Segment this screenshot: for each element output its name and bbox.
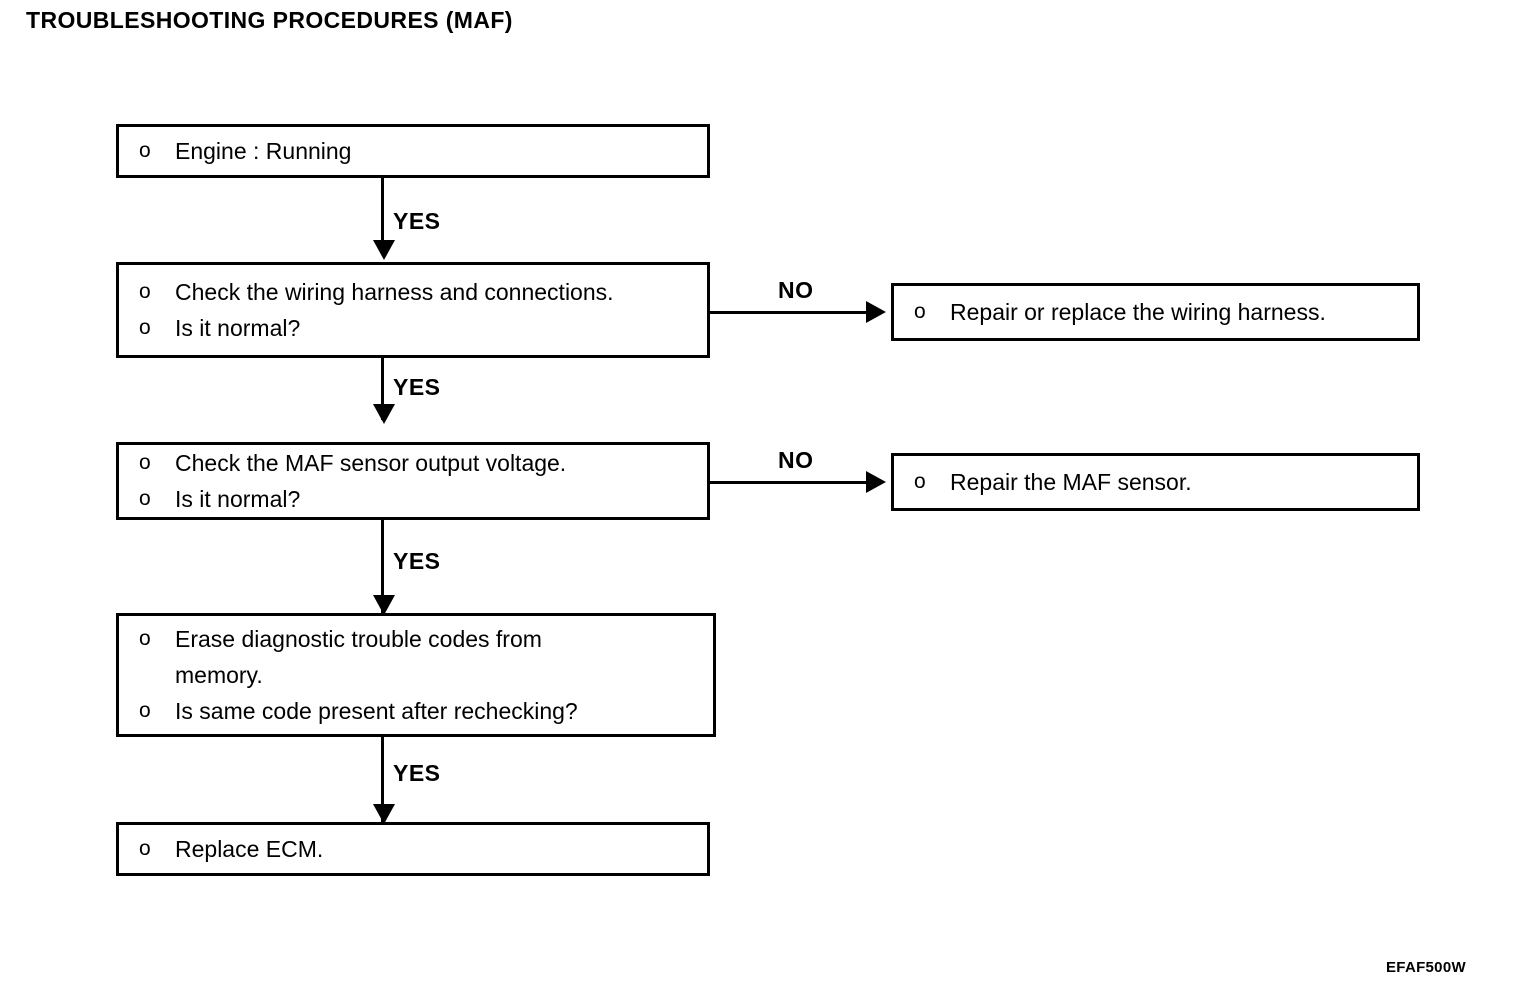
flow-box-check-wiring-harness: o Check the wiring harness and connection… <box>116 262 710 358</box>
flow-box-line-text: Is it normal? <box>175 315 301 341</box>
connector-h-maf-to-repair <box>710 481 871 484</box>
connector-v-engine-to-wiring <box>381 178 384 242</box>
bullet-icon: o <box>139 487 151 510</box>
flow-box-content: o Check the wiring harness and connection… <box>139 274 697 346</box>
flow-box-line: o Erase diagnostic trouble codes from mem… <box>139 621 703 693</box>
flow-box-line: o Repair or replace the wiring harness. <box>914 294 1407 330</box>
flow-box-line: o Check the MAF sensor output voltage. <box>139 445 697 481</box>
flow-box-line: o Replace ECM. <box>139 831 697 867</box>
bullet-icon: o <box>139 699 151 722</box>
flow-box-content: o Repair or replace the wiring harness. <box>914 294 1407 330</box>
flow-box-line-text: Engine : Running <box>175 138 352 164</box>
branch-label-yes-3: YES <box>393 548 441 574</box>
connector-v-wiring-to-maf <box>381 358 384 420</box>
connector-arrow-repair-maf <box>866 471 886 493</box>
flow-box-engine-running: o Engine : Running <box>116 124 710 178</box>
flow-box-content: o Engine : Running <box>139 133 697 169</box>
flow-box-line: o Is same code present after rechecking? <box>139 693 703 729</box>
flow-box-line-text: Is it normal? <box>175 486 301 512</box>
flow-box-line: o Engine : Running <box>139 133 697 169</box>
bullet-icon: o <box>139 139 151 162</box>
flow-box-line-text: Replace ECM. <box>175 836 324 862</box>
branch-label-yes-2: YES <box>393 374 441 400</box>
page-title: TROUBLESHOOTING PROCEDURES (MAF) <box>26 7 513 33</box>
connector-v-erase-to-ecm <box>381 737 384 822</box>
flow-box-line-text: Is same code present after rechecking? <box>175 698 578 724</box>
flow-box-repair-wiring-harness: o Repair or replace the wiring harness. <box>891 283 1420 341</box>
connector-arrow-maf <box>373 404 395 424</box>
connector-arrow-ecm <box>373 804 395 824</box>
flow-box-repair-maf-sensor: o Repair the MAF sensor. <box>891 453 1420 511</box>
bullet-icon: o <box>914 300 926 323</box>
branch-label-no-2: NO <box>778 447 814 473</box>
flow-box-line: o Is it normal? <box>139 481 697 517</box>
flow-box-content: o Erase diagnostic trouble codes from mem… <box>139 621 703 729</box>
bullet-icon: o <box>914 470 926 493</box>
bullet-icon: o <box>139 451 151 474</box>
flow-box-line-text: Repair the MAF sensor. <box>950 469 1192 495</box>
connector-arrow-erase <box>373 595 395 615</box>
branch-label-yes-4: YES <box>393 760 441 786</box>
flow-box-content: o Replace ECM. <box>139 831 697 867</box>
connector-arrow-wiring <box>373 240 395 260</box>
flow-box-erase-trouble-codes: o Erase diagnostic trouble codes from mem… <box>116 613 716 737</box>
flow-box-line: o Is it normal? <box>139 310 697 346</box>
flow-box-line-text: Check the MAF sensor output voltage. <box>175 450 567 476</box>
branch-label-no-1: NO <box>778 277 814 303</box>
connector-h-wiring-to-repair <box>710 311 871 314</box>
bullet-icon: o <box>139 280 151 303</box>
flow-box-line-text: Repair or replace the wiring harness. <box>950 299 1326 325</box>
flow-box-replace-ecm: o Replace ECM. <box>116 822 710 876</box>
flow-box-line: o Check the wiring harness and connection… <box>139 274 697 310</box>
bullet-icon: o <box>139 837 151 860</box>
bullet-icon: o <box>139 627 151 650</box>
flow-box-line: o Repair the MAF sensor. <box>914 464 1407 500</box>
figure-code: EFAF500W <box>1386 959 1466 976</box>
connector-v-maf-to-erase <box>381 520 384 613</box>
bullet-icon: o <box>139 316 151 339</box>
flow-box-line-text: Check the wiring harness and connections… <box>175 279 614 305</box>
flow-box-content: o Repair the MAF sensor. <box>914 464 1407 500</box>
branch-label-yes-1: YES <box>393 208 441 234</box>
connector-arrow-repair-wiring <box>866 301 886 323</box>
flow-box-line-text: Erase diagnostic trouble codes from memo… <box>175 626 542 688</box>
